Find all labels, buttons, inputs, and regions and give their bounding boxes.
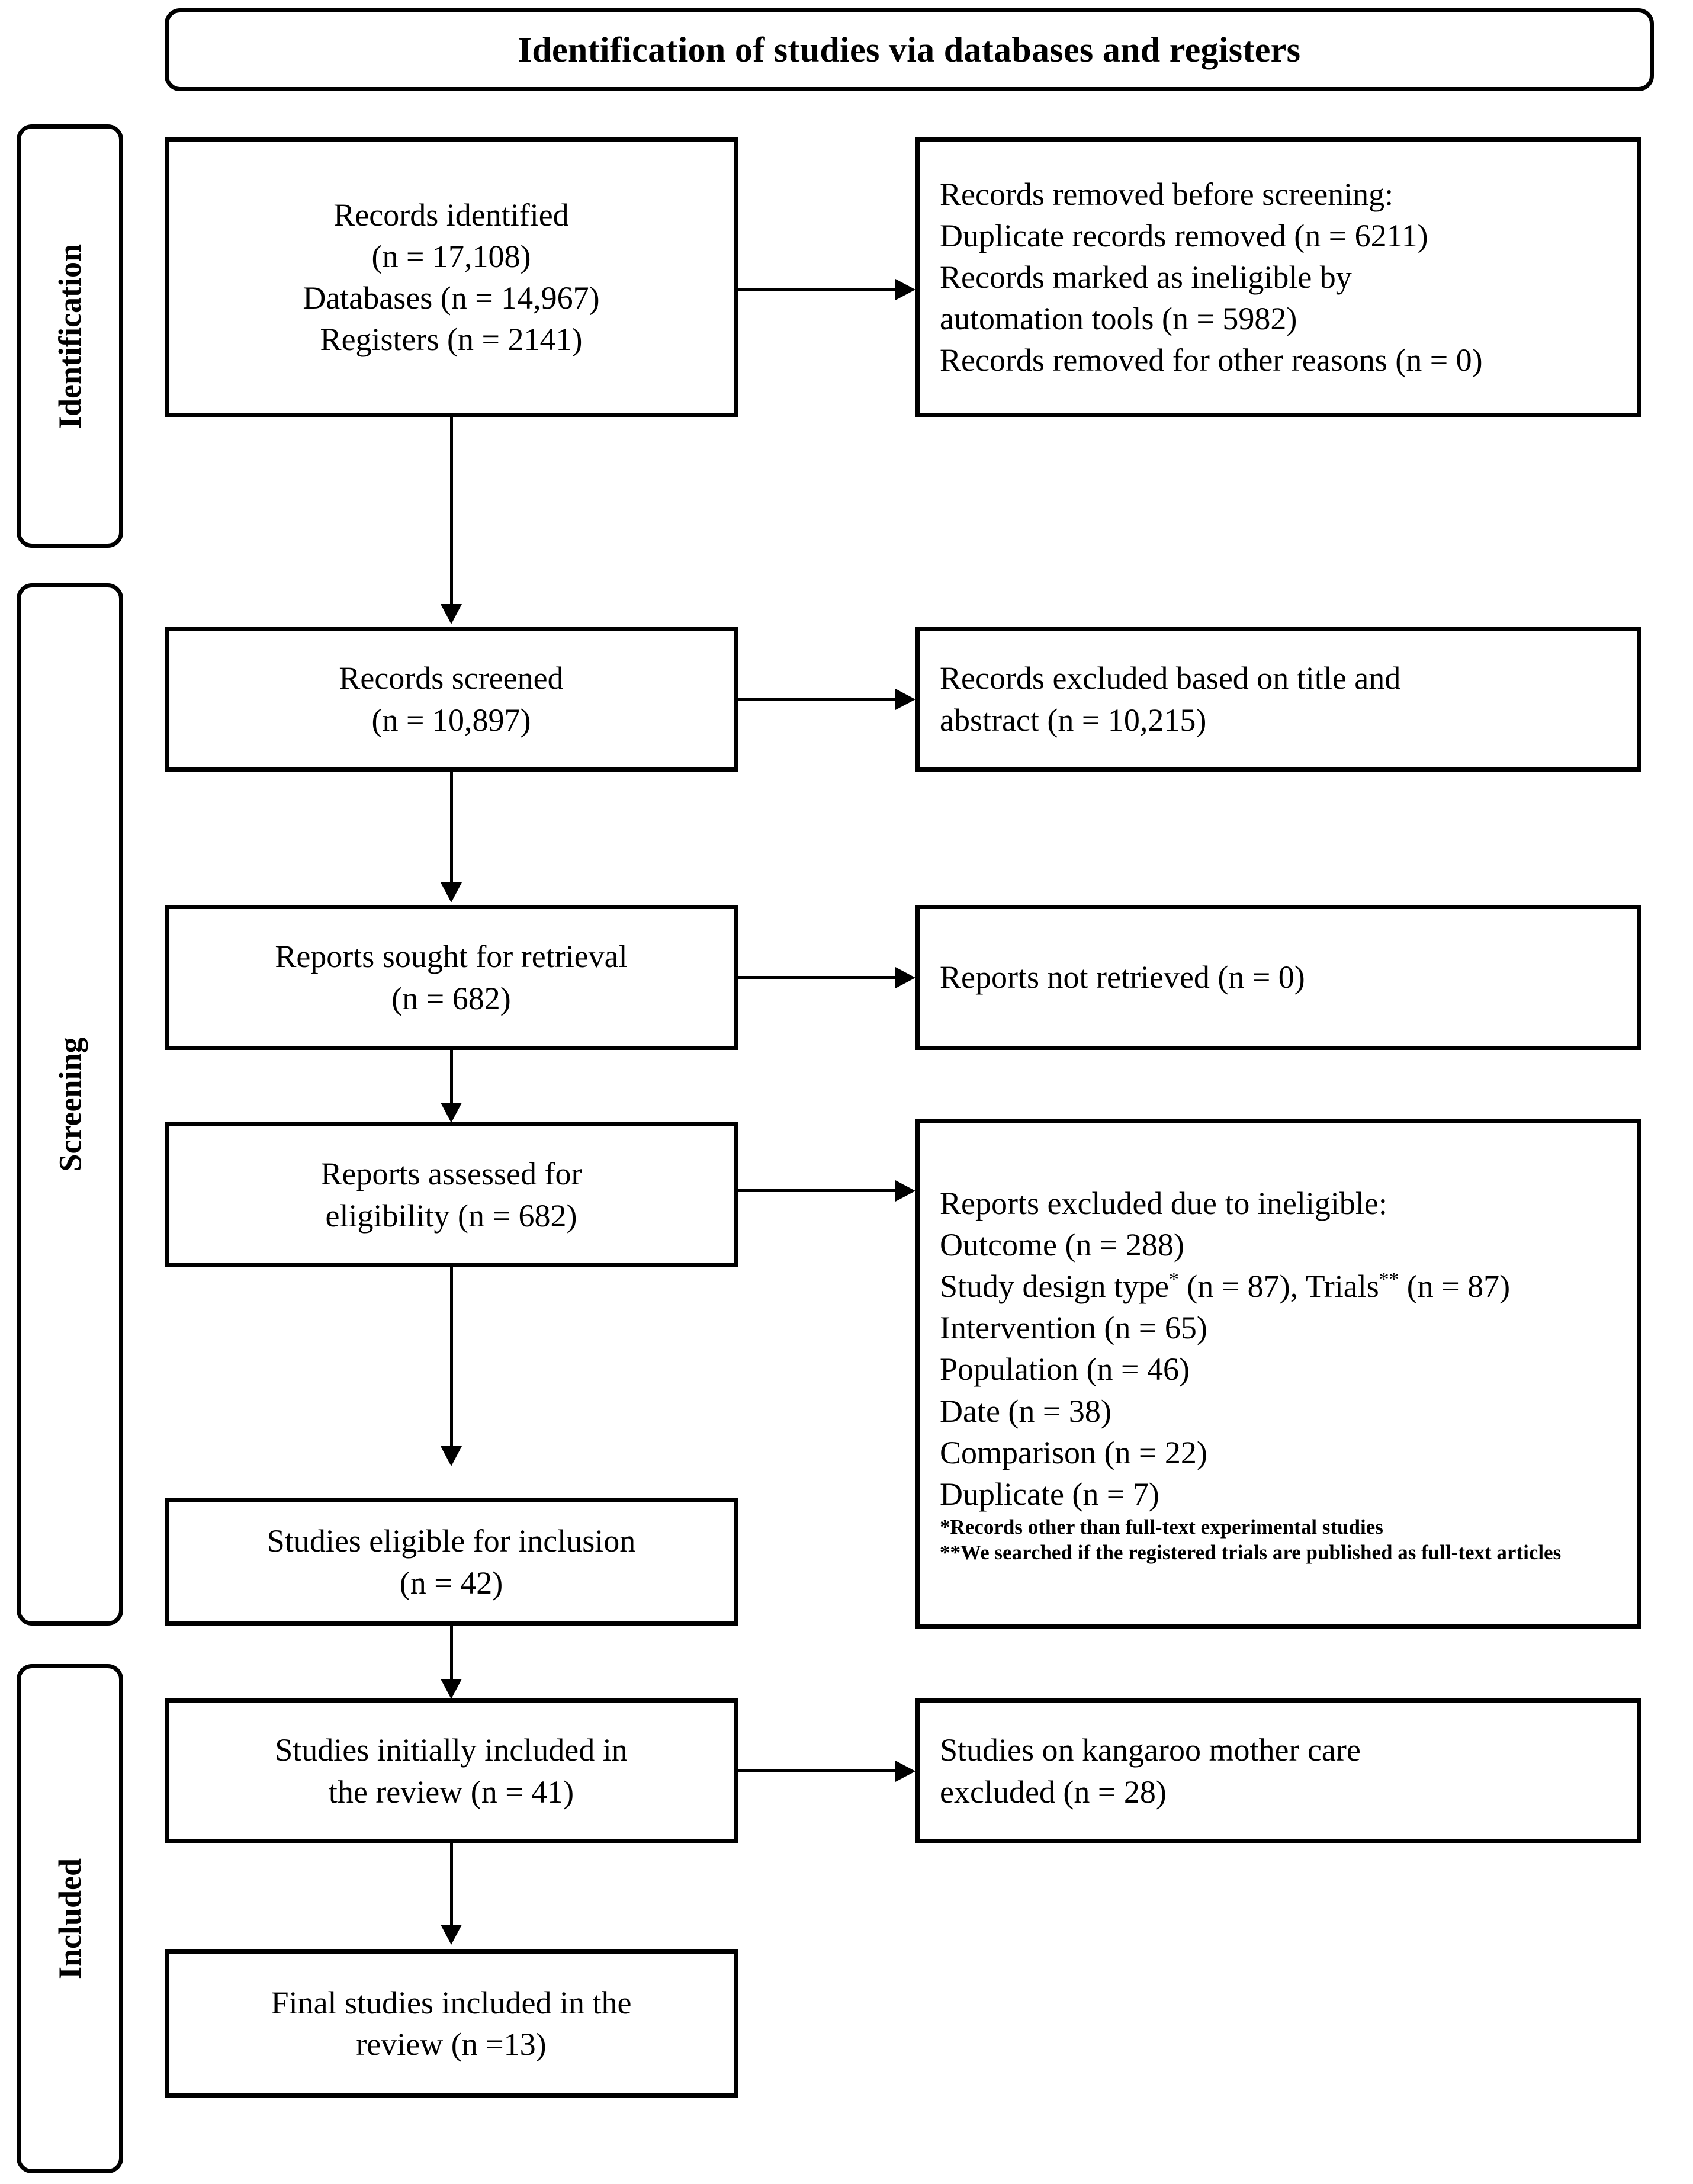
arrow-identified-to-removed <box>895 279 915 300</box>
connector-initially-included-to-final <box>450 1843 453 1929</box>
box-studies-eligible-for-inclusion: Studies eligible for inclusion (n = 42) <box>165 1498 738 1626</box>
study-design-part3: (n = 87) <box>1399 1268 1511 1304</box>
box-reports-excluded-ineligible: Reports excluded due to ineligible: Outc… <box>915 1119 1641 1629</box>
reports-assessed-line-1: Reports assessed for <box>320 1156 582 1192</box>
arrow-sought-to-assessed <box>441 1103 462 1123</box>
arrow-assessed-to-excluded <box>895 1180 915 1202</box>
connector-assessed-to-eligible <box>450 1267 453 1463</box>
connector-screened-to-sought <box>450 772 453 899</box>
stage-label-screening-text: Screening <box>52 1037 88 1172</box>
reports-sought-line-2: (n = 682) <box>391 980 511 1016</box>
records-excluded-line-2: abstract (n = 10,215) <box>940 702 1207 738</box>
box-records-screened: Records screened (n = 10,897) <box>165 627 738 772</box>
connector-eligible-to-initially-included <box>450 1626 453 1691</box>
box-records-excluded-title-abstract: Records excluded based on title and abst… <box>915 627 1641 772</box>
box-reports-assessed-for-eligibility: Reports assessed for eligibility (n = 68… <box>165 1122 738 1267</box>
arrow-initially-included-to-final <box>441 1925 462 1945</box>
kangaroo-excluded-line-2: excluded (n = 28) <box>940 1774 1167 1810</box>
connector-assessed-to-excluded <box>738 1189 898 1192</box>
reports-excluded-footnote-2: **We searched if the registered trials a… <box>940 1540 1562 1564</box>
trials-marker-2: ** <box>1379 1268 1399 1290</box>
final-studies-line-1: Final studies included in the <box>271 1984 632 2021</box>
connector-screened-to-excluded <box>738 698 898 701</box>
reports-sought-line-1: Reports sought for retrieval <box>275 939 628 975</box>
arrow-identified-to-screened <box>441 604 462 624</box>
connector-initially-included-to-kangaroo <box>738 1769 898 1772</box>
connector-identified-to-removed <box>738 288 898 291</box>
box-final-studies-included: Final studies included in the review (n … <box>165 1949 738 2098</box>
reports-assessed-line-2: eligibility (n = 682) <box>325 1197 577 1234</box>
records-excluded-line-1: Records excluded based on title and <box>940 660 1401 696</box>
reports-excluded-reason-population: Population (n = 46) <box>940 1351 1190 1388</box>
stage-label-screening: Screening <box>17 583 123 1626</box>
records-removed-line-3: Records marked as ineligible by <box>940 259 1352 295</box>
connector-sought-to-not-retrieved <box>738 976 898 979</box>
studies-initially-included-line-1: Studies initially included in <box>275 1732 628 1768</box>
study-design-marker-1: * <box>1169 1268 1179 1290</box>
records-removed-line-4: automation tools (n = 5982) <box>940 301 1297 337</box>
records-removed-line-5: Records removed for other reasons (n = 0… <box>940 342 1483 378</box>
arrow-eligible-to-initially-included <box>441 1679 462 1699</box>
records-identified-line-3: Databases (n = 14,967) <box>303 280 600 316</box>
studies-eligible-line-2: (n = 42) <box>399 1565 503 1601</box>
box-reports-sought-for-retrieval: Reports sought for retrieval (n = 682) <box>165 905 738 1050</box>
reports-excluded-reason-comparison: Comparison (n = 22) <box>940 1434 1207 1470</box>
connector-sought-to-assessed <box>450 1050 453 1115</box>
reports-not-retrieved-line-1: Reports not retrieved (n = 0) <box>940 959 1305 995</box>
records-screened-line-2: (n = 10,897) <box>371 702 531 738</box>
reports-excluded-reason-duplicate: Duplicate (n = 7) <box>940 1476 1159 1512</box>
arrow-sought-to-not-retrieved <box>895 967 915 988</box>
studies-initially-included-line-2: the review (n = 41) <box>328 1774 574 1810</box>
records-removed-line-1: Records removed before screening: <box>940 176 1394 212</box>
records-identified-line-1: Records identified <box>333 197 569 233</box>
records-identified-line-2: (n = 17,108) <box>371 238 531 274</box>
box-records-removed-before-screening: Records removed before screening: Duplic… <box>915 137 1641 417</box>
reports-excluded-heading: Reports excluded due to ineligible: <box>940 1185 1387 1221</box>
study-design-part2: (n = 87), Trials <box>1178 1268 1379 1304</box>
arrow-screened-to-sought <box>441 882 462 902</box>
box-reports-not-retrieved: Reports not retrieved (n = 0) <box>915 905 1641 1050</box>
reports-excluded-reason-date: Date (n = 38) <box>940 1393 1111 1429</box>
records-removed-line-2: Duplicate records removed (n = 6211) <box>940 217 1428 253</box>
studies-eligible-line-1: Studies eligible for inclusion <box>266 1523 636 1559</box>
records-screened-line-1: Records screened <box>339 660 564 696</box>
arrow-screened-to-excluded <box>895 689 915 710</box>
stage-label-identification-text: Identification <box>52 243 88 429</box>
study-design-part1: Study design type <box>940 1268 1169 1304</box>
box-records-identified: Records identified (n = 17,108) Database… <box>165 137 738 417</box>
stage-label-included-text: Included <box>52 1858 88 1980</box>
reports-excluded-footnote-1: *Records other than full-text experiment… <box>940 1515 1383 1539</box>
reports-excluded-reason-study-design: Study design type* (n = 87), Trials** (n… <box>940 1266 1617 1307</box>
reports-excluded-reason-outcome: Outcome (n = 288) <box>940 1226 1184 1263</box>
diagram-title-box: Identification of studies via databases … <box>165 8 1654 91</box>
arrow-initially-included-to-kangaroo <box>895 1761 915 1782</box>
kangaroo-excluded-line-1: Studies on kangaroo mother care <box>940 1732 1361 1768</box>
page-title: Identification of studies via databases … <box>518 30 1301 69</box>
box-kangaroo-mother-care-excluded: Studies on kangaroo mother care excluded… <box>915 1698 1641 1843</box>
stage-label-included: Included <box>17 1664 123 2173</box>
connector-identified-to-screened <box>450 417 453 621</box>
records-identified-line-4: Registers (n = 2141) <box>320 322 583 358</box>
final-studies-line-2: review (n =13) <box>356 2026 547 2062</box>
stage-label-identification: Identification <box>17 124 123 548</box>
arrow-assessed-to-eligible <box>441 1446 462 1466</box>
box-studies-initially-included: Studies initially included in the review… <box>165 1698 738 1843</box>
reports-excluded-reason-intervention: Intervention (n = 65) <box>940 1310 1207 1346</box>
